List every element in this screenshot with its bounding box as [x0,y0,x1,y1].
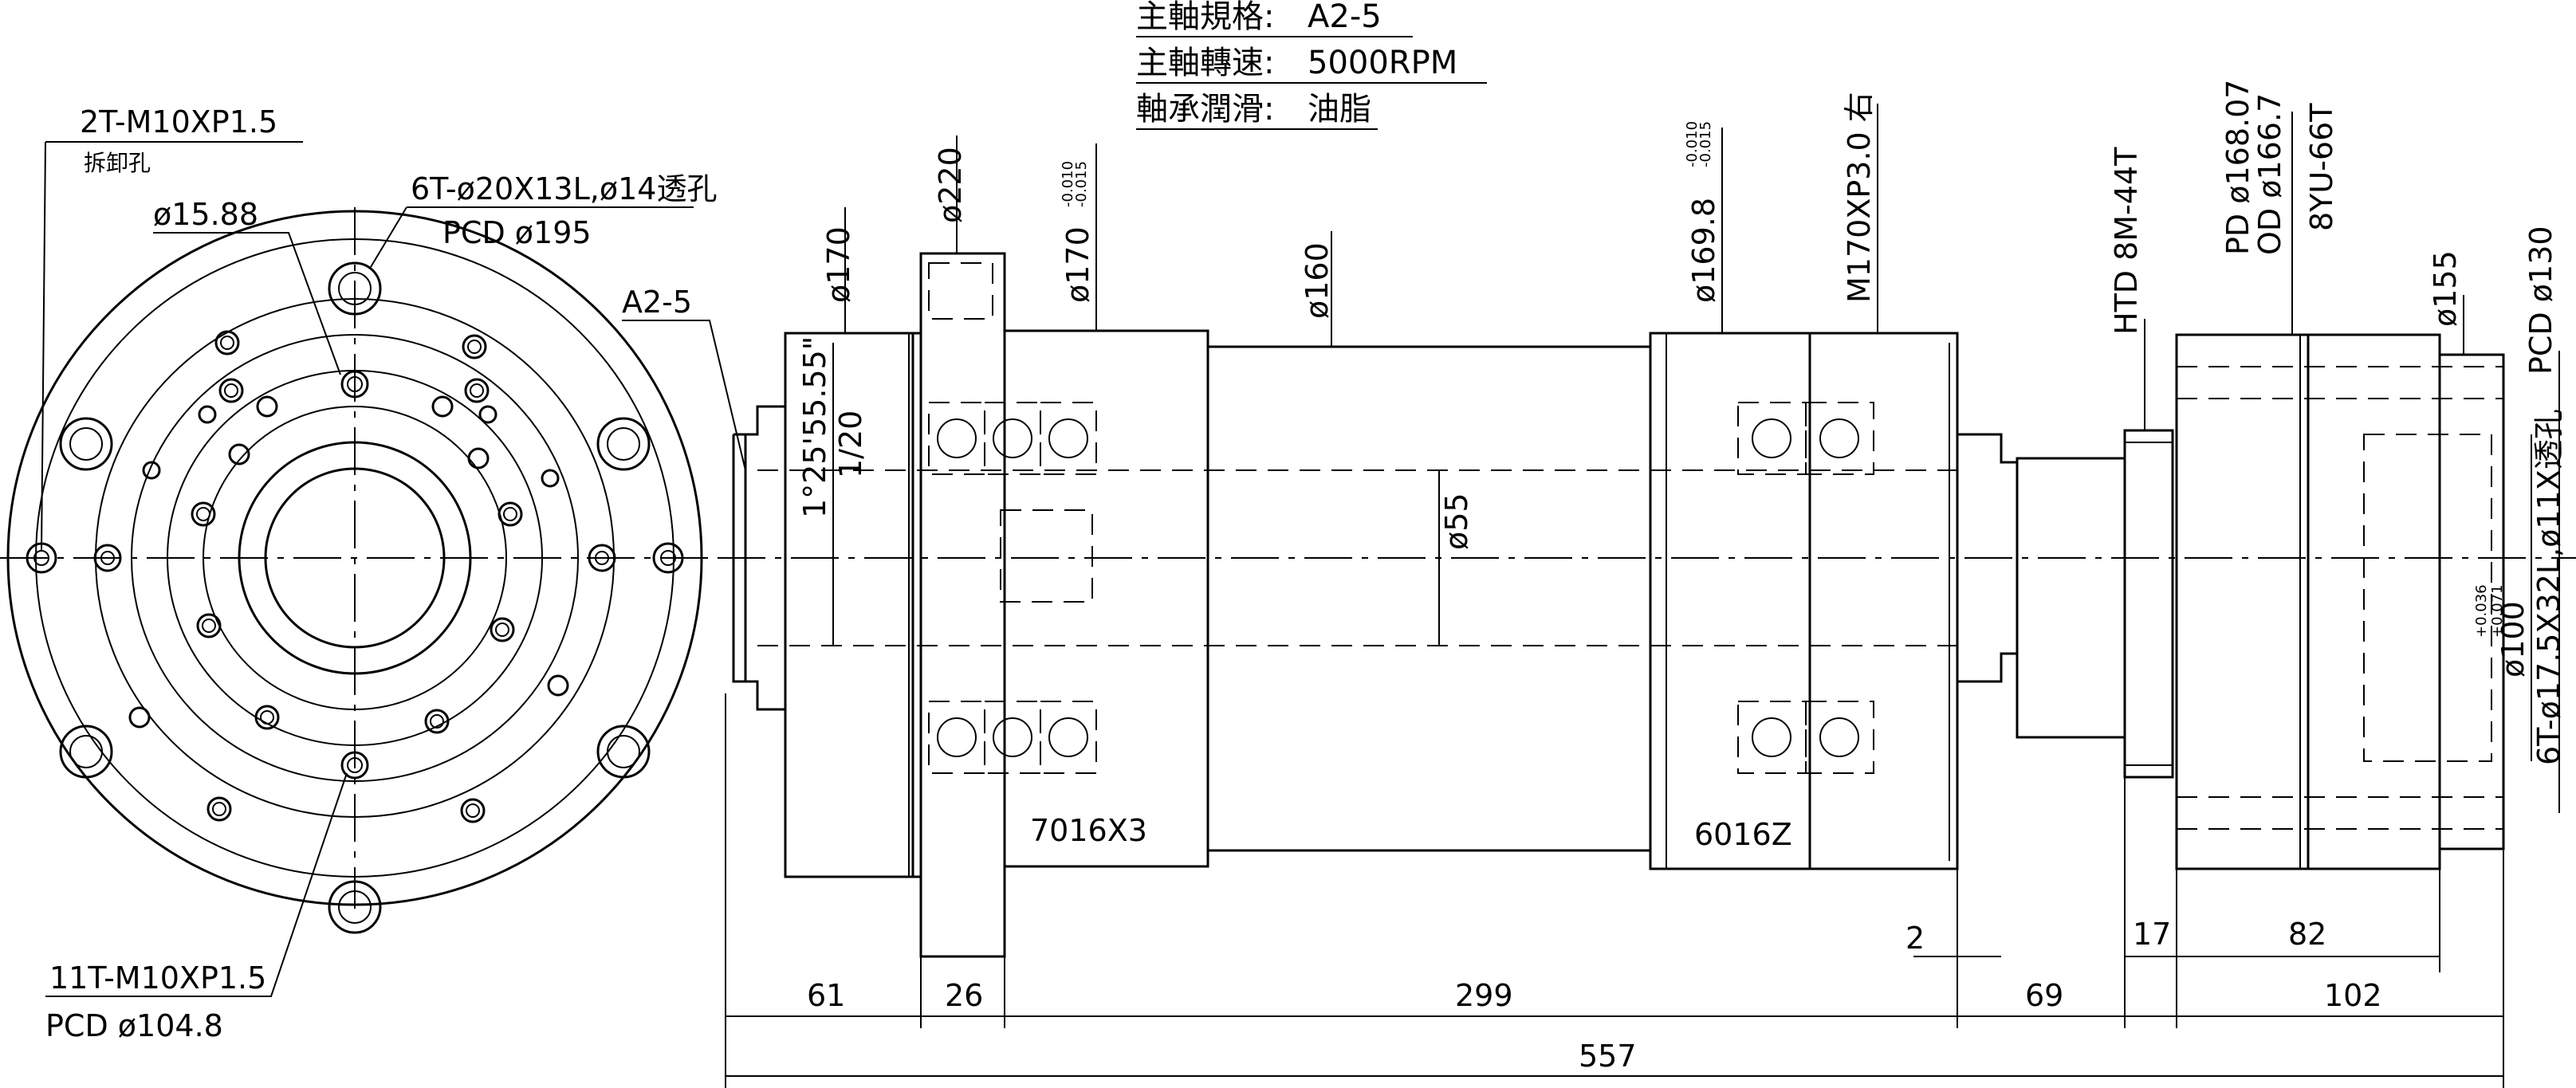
dia-155-label: ø155 [2428,250,2463,327]
spindle-side-view [718,104,2576,1088]
taper-angle-label: 1°25'55.55" [797,336,832,518]
dia-1698-label: ø169.8 [1686,198,1721,303]
dim-557: 557 [1579,1039,1637,1074]
pcd-1048-label: PCD ø104.8 [45,1008,223,1043]
flange-front-view [0,141,746,997]
pcd195-holes [59,261,651,934]
thread-11t-label: 11T-M10XP1.5 [49,960,266,996]
thread-m170-label: M170XP3.0 右 [1842,92,1877,303]
spindle-speed-label: 主軸轉速: [1136,45,1274,81]
spindle-spec-label: 主軸規格: [1136,0,1274,35]
rear-bearings [1737,402,1874,774]
dim-61: 61 [807,978,845,1013]
dia-170-left-label: ø170 [821,226,856,303]
tol-170-upper: -0.010 [1060,161,1076,207]
holes-6t-label: 6T-ø20X13L,ø14透孔 [411,171,717,206]
dim-26: 26 [945,978,983,1013]
dia-220-label: ø220 [933,147,968,223]
pcd-195-label: PCD ø195 [442,215,592,250]
tol-100-upper: +0.036 [2473,584,2490,638]
holes-6t-rear-label: 6T-ø17.5X32L,ø11X透孔 [2531,409,2566,765]
threaded-holes [128,330,569,823]
lubrication-value: 油脂 [1308,91,1371,128]
dim-17: 17 [2133,917,2171,952]
dim-299: 299 [1455,978,1513,1013]
tol-1698-upper: -0.010 [1684,121,1701,167]
dim-69: 69 [2025,978,2063,1013]
belt-htd-label: HTD 8M-44T [2109,147,2144,335]
tol-1698-lower: -0.015 [1697,121,1714,167]
spindle-speed-value: 5000RPM [1308,45,1457,81]
bore-1588-label: ø15.88 [153,197,258,232]
dia-170-bearing-label: ø170 [1060,226,1095,303]
bearing-front-label: 7016X3 [1030,813,1147,848]
tol-170-lower: -0.015 [1073,161,1090,207]
spec-block: 主軸規格: A2-5 主軸轉速: 5000RPM 軸承潤滑: 油脂 [1136,0,1487,130]
pulley-8yu-label: 8YU-66T [2304,103,2339,231]
bore-100-label: ø100 [2495,601,2531,678]
dim-2: 2 [1905,921,1925,956]
pcd-130-label: PCD ø130 [2523,226,2558,375]
bore-55-label: ø55 [1439,493,1474,550]
thread-2t-note: 拆卸孔 [84,150,151,176]
nose-a25-label: A2-5 [622,285,692,320]
thread-2t-label: 2T-M10XP1.5 [80,104,277,139]
dia-160-label: ø160 [1300,242,1335,319]
bearing-rear-label: 6016Z [1694,817,1792,852]
lubrication-label: 軸承潤滑: [1136,91,1274,128]
dim-102: 102 [2324,978,2382,1013]
taper-ratio-label: 1/20 [833,410,868,478]
pulley-od-label: OD ø166.7 [2252,93,2287,255]
dim-82: 82 [2288,917,2326,952]
front-bearings [928,402,1097,774]
spindle-spec-value: A2-5 [1308,0,1382,35]
tol-100-lower: +0.071 [2489,584,2506,638]
pulley-pd-label: PD ø168.07 [2220,80,2255,255]
